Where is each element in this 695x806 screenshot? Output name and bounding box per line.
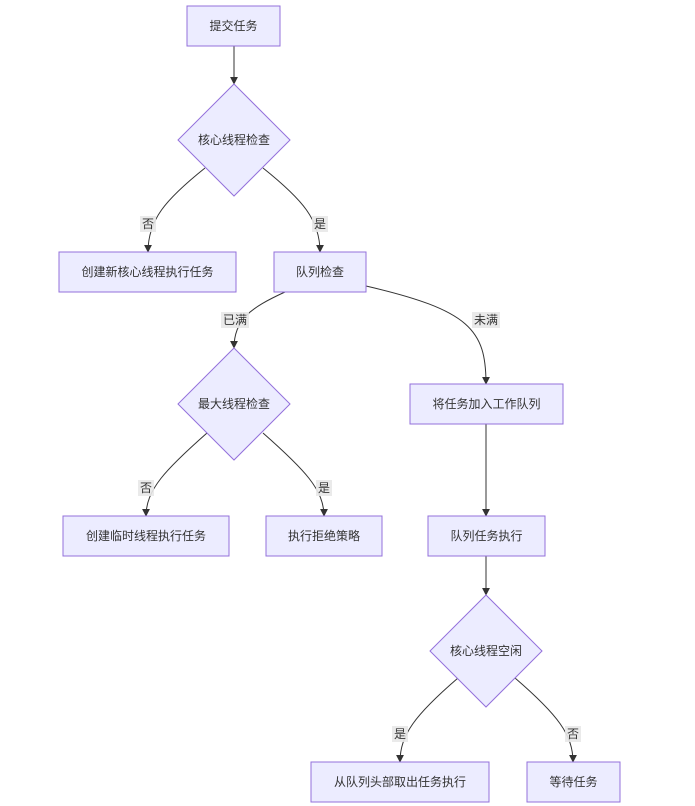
node-take-head: 从队列头部取出任务执行	[310, 761, 490, 803]
node-add-queue: 将任务加入工作队列	[409, 383, 564, 425]
edge-labels: 否 是 已满 未满 否 是 是 否	[138, 216, 581, 742]
node-wait: 等待任务	[526, 761, 621, 803]
edge-label-max-no-text: 否	[140, 481, 152, 495]
edge-label-idle-no: 否	[565, 726, 581, 742]
edge-core-check-to-queue-check	[262, 167, 324, 253]
node-core-check: 核心线程检查	[177, 83, 291, 197]
node-max-check-label: 最大线程检查	[198, 396, 270, 411]
node-core-check-label: 核心线程检查	[198, 132, 270, 147]
node-reject: 执行拒绝策略	[265, 515, 383, 557]
node-core-idle-label: 核心线程空闲	[450, 643, 522, 658]
edge-label-core-no-text: 否	[142, 217, 154, 231]
edge-label-idle-yes-text: 是	[394, 727, 406, 741]
node-create-temp: 创建临时线程执行任务	[62, 515, 230, 557]
edge-core-idle-to-take-head	[396, 677, 459, 763]
edge-label-max-yes-text: 是	[318, 481, 330, 495]
edge-label-idle-no-text: 否	[567, 727, 579, 741]
edges	[142, 46, 577, 763]
node-create-core: 创建新核心线程执行任务	[58, 251, 237, 293]
edge-label-queue-not-full: 未满	[472, 312, 500, 328]
edge-max-check-to-create-temp	[142, 432, 208, 517]
edge-max-check-to-reject	[262, 432, 328, 517]
node-queue-check-label: 队列检查	[296, 264, 344, 279]
edge-core-check-to-create-core	[144, 167, 206, 253]
edge-label-core-no: 否	[140, 216, 156, 232]
node-queue-exec-label: 队列任务执行	[450, 528, 522, 543]
node-queue-check: 队列检查	[273, 251, 367, 293]
node-wait-label: 等待任务	[549, 774, 597, 789]
edge-label-queue-full: 已满	[221, 312, 249, 328]
edge-core-idle-to-wait	[514, 677, 577, 763]
edge-label-max-no: 否	[138, 480, 154, 496]
edge-label-max-yes: 是	[316, 480, 332, 496]
edge-label-queue-not-full-text: 未满	[474, 313, 498, 327]
node-submit: 提交任务	[186, 5, 281, 47]
node-take-head-label: 从队列头部取出任务执行	[334, 774, 466, 789]
node-core-idle: 核心线程空闲	[429, 594, 543, 708]
node-max-check: 最大线程检查	[177, 347, 291, 461]
edge-label-queue-full-text: 已满	[223, 313, 247, 327]
node-create-core-label: 创建新核心线程执行任务	[81, 264, 213, 279]
nodes: 提交任务 核心线程检查 创建新核心线程执行任务 队列检查 最大线程检查 将任务加…	[58, 5, 621, 803]
node-submit-label: 提交任务	[209, 18, 257, 33]
edge-label-core-yes-text: 是	[314, 217, 326, 231]
edge-queue-check-to-add-queue	[365, 285, 490, 385]
node-reject-label: 执行拒绝策略	[288, 528, 360, 543]
edge-label-core-yes: 是	[312, 216, 328, 232]
edge-label-idle-yes: 是	[392, 726, 408, 742]
node-add-queue-label: 将任务加入工作队列	[432, 396, 540, 411]
node-queue-exec: 队列任务执行	[427, 515, 546, 557]
node-create-temp-label: 创建临时线程执行任务	[86, 528, 206, 543]
